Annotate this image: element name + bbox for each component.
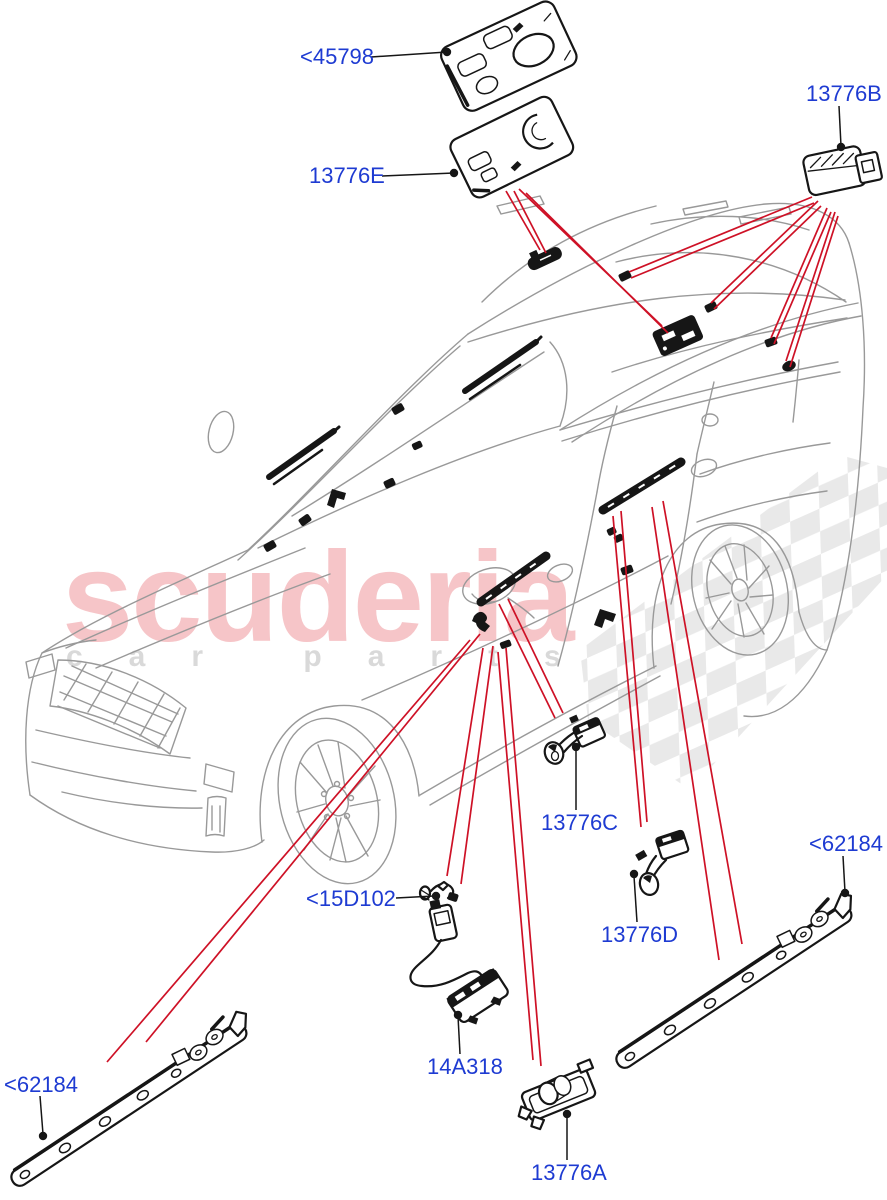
part-callout-13776E[interactable]: 13776E [309,163,385,188]
checkered-flag-watermark [580,455,887,790]
clip [263,270,796,649]
part-callout-15D102[interactable]: <15D102 [306,886,396,911]
part-callout-13776A[interactable]: 13776A [531,1160,607,1185]
part-45798-bracket [440,0,578,112]
liftgate-bracket [652,315,704,356]
wiper-blade [266,425,341,486]
red-leader-lines [106,188,839,1067]
part-13776b-lamp-module [802,145,883,197]
part-62184-rail-right [604,885,864,1073]
part-13776e-bracket [449,95,575,199]
door-lamp-strip [476,551,551,607]
front-wheel [277,717,397,885]
roof-lamp [527,247,562,271]
black-leader-lines [38,47,850,1160]
part-14a318-harness [409,899,509,1025]
part-13776c-sensor-bracket [543,714,606,765]
part-13776d-sensor-bracket [635,829,690,896]
part-callout-62184-left[interactable]: <62184 [4,1072,79,1097]
part-callout-14A318[interactable]: 14A318 [427,1054,503,1079]
part-callout-62184-right[interactable]: <62184 [809,831,884,856]
car-line-art [25,195,866,885]
part-15d102-screw [418,880,459,902]
door-lamp-strip [598,457,686,515]
wiper-blade [462,335,543,401]
part-13776a-licence-lamp [517,1058,597,1131]
part-callout-45798[interactable]: <45798 [300,44,375,69]
part-62184-rail-left [10,1010,248,1187]
rear-wheel [690,524,790,656]
part-callout-13776D[interactable]: 13776D [601,922,679,947]
part-callout-13776C[interactable]: 13776C [541,810,619,835]
part-callout-13776B[interactable]: 13776B [806,81,882,106]
